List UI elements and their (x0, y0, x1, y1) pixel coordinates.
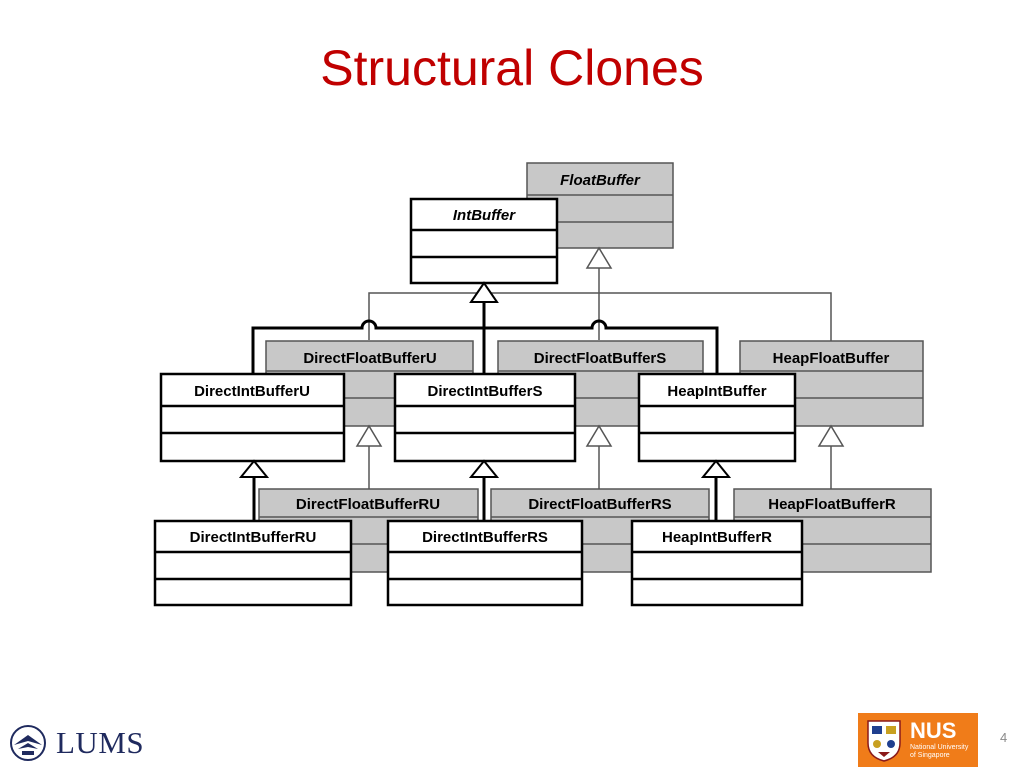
arrowhead-direct-float-buffer-u (355, 424, 383, 447)
arrowhead-direct-int-buffer-s (468, 459, 500, 478)
float-edge-top (368, 292, 832, 341)
class-box-direct-int-buffer-ru: DirectIntBufferRU (153, 519, 353, 607)
class-name-heap-int-buffer: HeapIntBuffer (667, 383, 766, 400)
class-name-int-buffer: IntBuffer (453, 207, 516, 224)
class-name-direct-float-buffer-rs: DirectFloatBufferRS (528, 496, 671, 513)
nus-logo-text: NUS (910, 718, 957, 744)
int-connectors (251, 302, 719, 521)
int-arrowheads (238, 281, 732, 478)
class-box-direct-int-buffer-u: DirectIntBufferU (159, 372, 346, 463)
class-box-heap-int-buffer-r: HeapIntBufferR (630, 519, 804, 607)
class-name-heap-int-buffer-r: HeapIntBufferR (662, 529, 772, 546)
class-name-direct-int-buffer-s: DirectIntBufferS (427, 383, 542, 400)
arrowhead-direct-float-buffer-s (585, 424, 613, 447)
arrowhead-heap-float-buffer (817, 424, 845, 447)
nus-logo-subtitle: National University of Singapore (910, 744, 969, 759)
class-box-direct-int-buffer-s: DirectIntBufferS (393, 372, 577, 463)
class-name-heap-float-buffer: HeapFloatBuffer (773, 350, 890, 367)
class-box-int-buffer: IntBuffer (409, 197, 559, 285)
class-box-direct-int-buffer-rs: DirectIntBufferRS (386, 519, 584, 607)
class-name-direct-int-buffer-rs: DirectIntBufferRS (422, 529, 548, 546)
lums-logo: LUMS (6, 718, 144, 768)
float-connectors (368, 268, 832, 489)
arrowhead-int-buffer (469, 281, 499, 303)
nus-crest-icon (867, 720, 901, 762)
arrowhead-float-buffer (585, 246, 613, 269)
arrowhead-heap-int-buffer (700, 459, 732, 478)
class-box-heap-int-buffer: HeapIntBuffer (637, 372, 797, 463)
page-number: 4 (1000, 730, 1008, 745)
class-name-direct-float-buffer-s: DirectFloatBufferS (534, 350, 667, 367)
int-edge-right (484, 319, 719, 374)
nus-logo: NUS National University of Singapore (858, 713, 978, 767)
class-name-direct-int-buffer-u: DirectIntBufferU (194, 383, 310, 400)
class-name-direct-float-buffer-u: DirectFloatBufferU (303, 350, 436, 367)
class-name-direct-float-buffer-ru: DirectFloatBufferRU (296, 496, 440, 513)
lums-emblem-icon (10, 725, 46, 761)
class-name-heap-float-buffer-r: HeapFloatBufferR (768, 496, 896, 513)
float-arrowheads (355, 246, 845, 447)
slide-title: Structural Clones (320, 40, 704, 96)
lums-logo-text: LUMS (56, 725, 145, 760)
int-edge-left (251, 319, 484, 374)
class-name-direct-int-buffer-ru: DirectIntBufferRU (190, 529, 317, 546)
arrowhead-direct-int-buffer-u (238, 459, 270, 478)
class-name-float-buffer: FloatBuffer (560, 172, 641, 189)
